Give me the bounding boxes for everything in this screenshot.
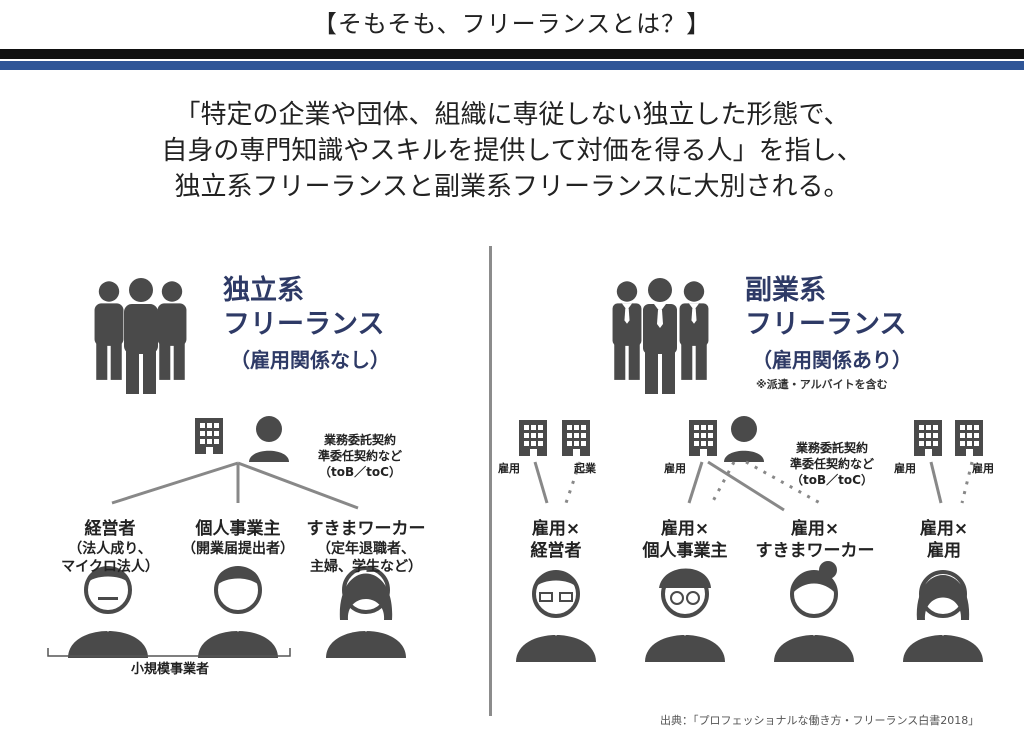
person-icon [249,416,289,462]
role-gig-worker-detail-2: 主婦、学生など） [310,559,422,575]
gig-worker-avatar-icon [324,566,408,660]
right-contract-2: 準委任契約など [789,457,874,471]
left-sub: （雇用関係なし） [230,348,390,372]
left-heading-2: フリーランス [223,309,385,340]
right-role-3-line-1: 雇用× [790,519,840,539]
tag-startup: 起業 [574,462,596,475]
group-business-people-icon [612,278,709,394]
role-sole-proprietor-detail: （開業届提出者） [182,541,294,557]
right-role-4-line-1: 雇用× [919,519,969,539]
right-role-1-line-1: 雇用× [531,519,581,539]
group-people-icon [94,278,187,394]
right-role-4-line-2: 雇用 [927,541,961,561]
header-bar-blue [0,61,1024,70]
role-gig-worker: すきまワーカー [306,519,426,539]
small-business-bracket [47,648,291,657]
right-heading-2: フリーランス [745,309,907,340]
manager-avatar-icon [66,566,150,660]
lead-line-3: 独立系フリーランスと副業系フリーランスに大別される。 [174,172,850,202]
right-contract-3: （toB／toC） [791,473,873,487]
right-note: ※派遣・アルバイトを含む [756,378,888,391]
header-bar-black [0,49,1024,59]
employee-manager-avatar-icon [514,570,598,664]
right-contract-1: 業務委託契約 [795,441,868,455]
employee-proprietor-avatar-icon [643,568,727,664]
right-sub: （雇用関係あり） [752,348,912,372]
role-manager: 経営者 [84,519,136,539]
center-divider [489,246,492,716]
role-manager-detail-1: （法人成り、 [68,541,152,557]
tag-employment-2: 雇用 [664,462,686,475]
tag-employment-4: 雇用 [972,462,994,475]
left-heading-1: 独立系 [223,275,304,306]
right-heading-1: 副業系 [745,275,826,306]
lead-line-2: 自身の専門知識やスキルを提供して対価を得る人」を指し、 [161,136,863,166]
building-icon [195,418,223,454]
right-role-3-line-2: すきまワーカー [755,541,875,561]
right-role-1-line-2: 経営者 [530,541,582,561]
tag-employment-3: 雇用 [894,462,916,475]
role-gig-worker-detail-1: （定年退職者、 [317,541,415,557]
role-sole-proprietor: 個人事業主 [195,519,281,539]
left-contract-3: （toB／toC） [319,465,401,479]
right-role-2-line-2: 個人事業主 [642,541,728,561]
lead-line-1: 「特定の企業や団体、組織に専従しない独立した形態で、 [174,100,850,130]
left-contract-1: 業務委託契約 [323,433,396,447]
role-manager-detail-2: マイクロ法人） [61,559,159,575]
right-role-2-line-1: 雇用× [660,519,710,539]
tag-employment-1: 雇用 [498,462,520,475]
bracket-label: 小規模事業者 [130,662,209,677]
page-title: 【そもそも、フリーランスとは？】 [312,10,712,38]
double-employee-avatar-icon [901,570,985,664]
source-citation: 出典：「プロフェッショナルな働き方・フリーランス白書2018」 [660,714,980,727]
employee-gig-worker-avatar-icon [772,561,856,664]
sole-proprietor-avatar-icon [196,566,280,660]
left-contract-2: 準委任契約など [317,449,402,463]
